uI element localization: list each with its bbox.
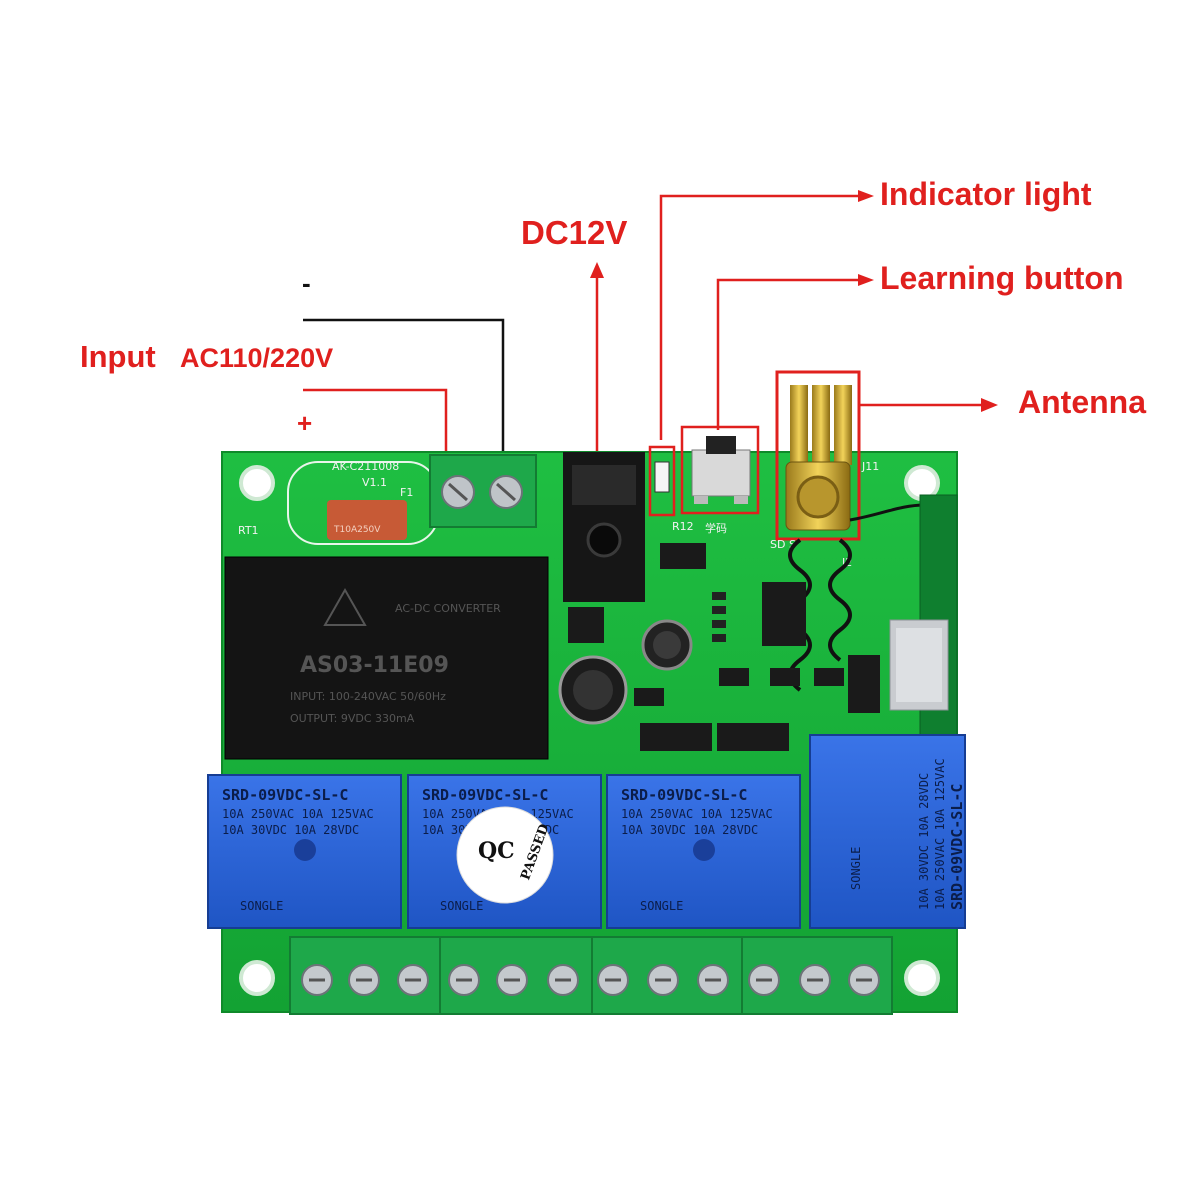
dc-label: DC12V (521, 214, 627, 251)
capacitors (558, 619, 693, 725)
board-version: V1.1 (362, 476, 387, 489)
j11-silk: J11 (861, 460, 879, 473)
indicator-light-label: Indicator light (880, 176, 1092, 212)
antenna-label: Antenna (1018, 384, 1146, 420)
rt1-silk: RT1 (238, 524, 259, 537)
antenna-connector (785, 385, 852, 531)
relay-1-rating1: 10A 250VAC 10A 125VAC (222, 807, 374, 821)
power-module-brand: AC-DC CONVERTER (395, 602, 501, 615)
power-module: AC-DC CONVERTER AS03-11E09 INPUT: 100-24… (224, 556, 549, 760)
board-model: AK-C211008 (332, 460, 399, 473)
relay-3-rating2: 10A 30VDC 10A 28VDC (621, 823, 758, 837)
relay-2-brand: SONGLE (440, 899, 483, 913)
relay-1-brand: SONGLE (240, 899, 283, 913)
relay-4-brand: SONGLE (849, 847, 863, 890)
fuse-silk: F1 (400, 486, 413, 499)
learning-button[interactable] (691, 436, 751, 504)
sd-silk: SD S (770, 538, 796, 551)
learning-button-label: Learning button (880, 260, 1124, 296)
indicator-led (654, 461, 670, 493)
relay-4-rating2: 10A 30VDC 10A 28VDC (917, 773, 931, 910)
relay-1-rating2: 10A 30VDC 10A 28VDC (222, 823, 359, 837)
relay-1-model: SRD-09VDC-SL-C (222, 786, 348, 804)
relay-3-model: SRD-09VDC-SL-C (621, 786, 747, 804)
relay-3-rating1: 10A 250VAC 10A 125VAC (621, 807, 773, 821)
plus-label: + (297, 408, 312, 438)
input-label: Input (80, 339, 156, 374)
leader-lines (303, 190, 998, 455)
fuse (327, 500, 407, 540)
power-module-model: AS03-11E09 (300, 653, 449, 678)
learning-highlight-box (680, 425, 760, 515)
power-module-output: OUTPUT: 9VDC 330mA (290, 712, 415, 725)
receiver-module (889, 494, 958, 736)
small-components (568, 543, 880, 751)
relay-4: SRD-09VDC-SL-C 10A 250VAC 10A 125VAC 10A… (809, 734, 966, 929)
indicator-highlight-box (648, 445, 676, 517)
relay-3: SRD-09VDC-SL-C 10A 250VAC 10A 125VAC 10A… (606, 774, 801, 929)
dc-jack (563, 452, 645, 602)
input-voltage-label: AC110/220V (180, 343, 333, 373)
relay-3-brand: SONGLE (640, 899, 683, 913)
learn-silk: 学码 (705, 521, 727, 535)
minus-label: - (302, 268, 311, 298)
antenna-highlight-box (775, 370, 861, 541)
relay-2-model: SRD-09VDC-SL-C (422, 786, 548, 804)
power-module-input: INPUT: 100-240VAC 50/60Hz (290, 690, 446, 703)
relay-4-model: SRD-09VDC-SL-C (948, 784, 966, 910)
r12-silk: R12 (672, 520, 694, 533)
fuse-text: T10A250V (333, 525, 381, 535)
pcb-board: AK-C211008 V1.1 F1 RT1 T10A250V R12 (207, 370, 966, 1015)
qc-text: QC (478, 838, 515, 864)
relay-4-rating1: 10A 250VAC 10A 125VAC (933, 758, 947, 910)
relay-1: SRD-09VDC-SL-C 10A 250VAC 10A 125VAC 10A… (207, 774, 402, 929)
input-terminal-block (429, 454, 537, 528)
output-terminal-blocks (289, 936, 893, 1015)
qc-passed-sticker: QC PASSED (456, 806, 554, 904)
mounting-holes (239, 465, 940, 996)
